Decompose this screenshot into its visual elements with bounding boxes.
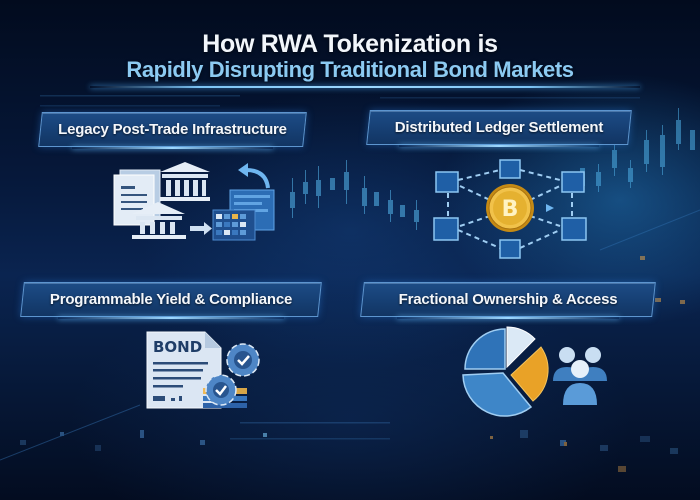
banner-label: Fractional Ownership & Access (398, 291, 618, 308)
banner-label: Programmable Yield & Compliance (49, 291, 293, 308)
pie-chart-people-icon (462, 326, 607, 417)
bond-label: BOND (153, 338, 202, 356)
bank-documents-ledger-icon (113, 162, 275, 241)
banner-legacy-post-trade: Legacy Post-Trade Infrastructure (40, 112, 305, 149)
blockchain-bitcoin-network-icon: B (433, 159, 587, 259)
banner-distributed-ledger: Distributed Ledger Settlement (368, 110, 630, 147)
page-subtitle: Rapidly Disrupting Traditional Bond Mark… (126, 57, 574, 82)
banner-label: Distributed Ledger Settlement (394, 119, 604, 136)
bitcoin-symbol: B (502, 197, 519, 222)
banner-label: Legacy Post-Trade Infrastructure (58, 121, 287, 138)
title-divider (90, 86, 640, 88)
bond-document-gears-icon: BOND (146, 331, 260, 409)
banner-fractional-ownership: Fractional Ownership & Access (362, 282, 654, 319)
page-title: How RWA Tokenization is (202, 30, 498, 58)
banner-programmable-yield: Programmable Yield & Compliance (22, 282, 320, 319)
